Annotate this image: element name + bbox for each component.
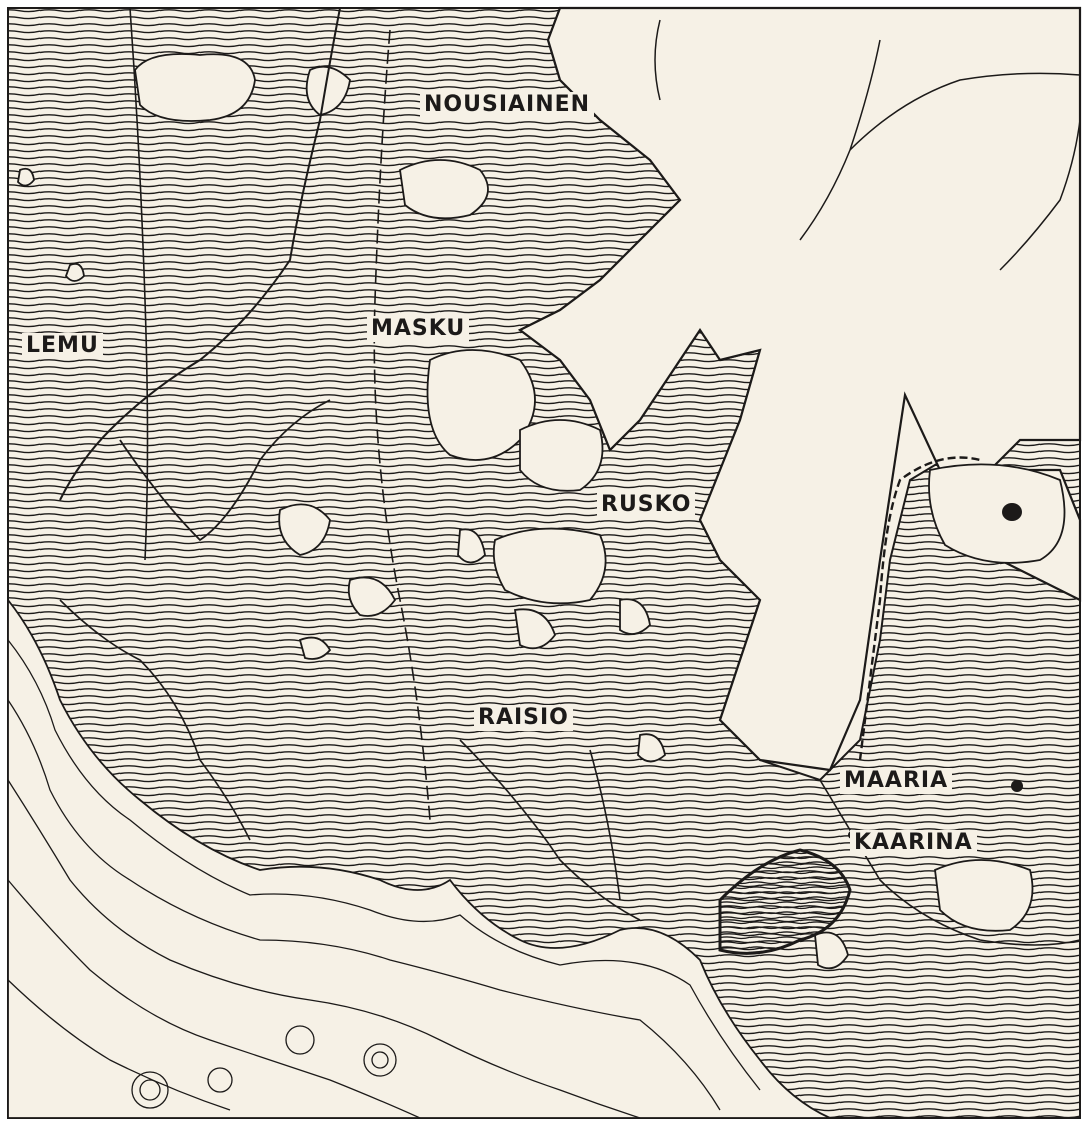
water-archipelago-south <box>7 597 831 1119</box>
lakes <box>17 53 1066 970</box>
urban-area <box>718 848 852 955</box>
rivers-and-roads <box>59 7 1081 946</box>
place-label-raisio: RAISIO <box>474 705 573 732</box>
place-label-maaria: MAARIA <box>840 768 953 795</box>
place-label-nousiainen: NOUSIAINEN <box>420 92 595 119</box>
water-bay-north <box>517 6 1082 772</box>
place-label-kaarina: KAARINA <box>850 830 977 857</box>
archipelago-contours <box>7 639 761 1119</box>
place-label-rusko: RUSKO <box>597 492 696 519</box>
place-label-masku: MASKU <box>367 316 470 343</box>
place-label-lemu: LEMU <box>22 333 103 360</box>
